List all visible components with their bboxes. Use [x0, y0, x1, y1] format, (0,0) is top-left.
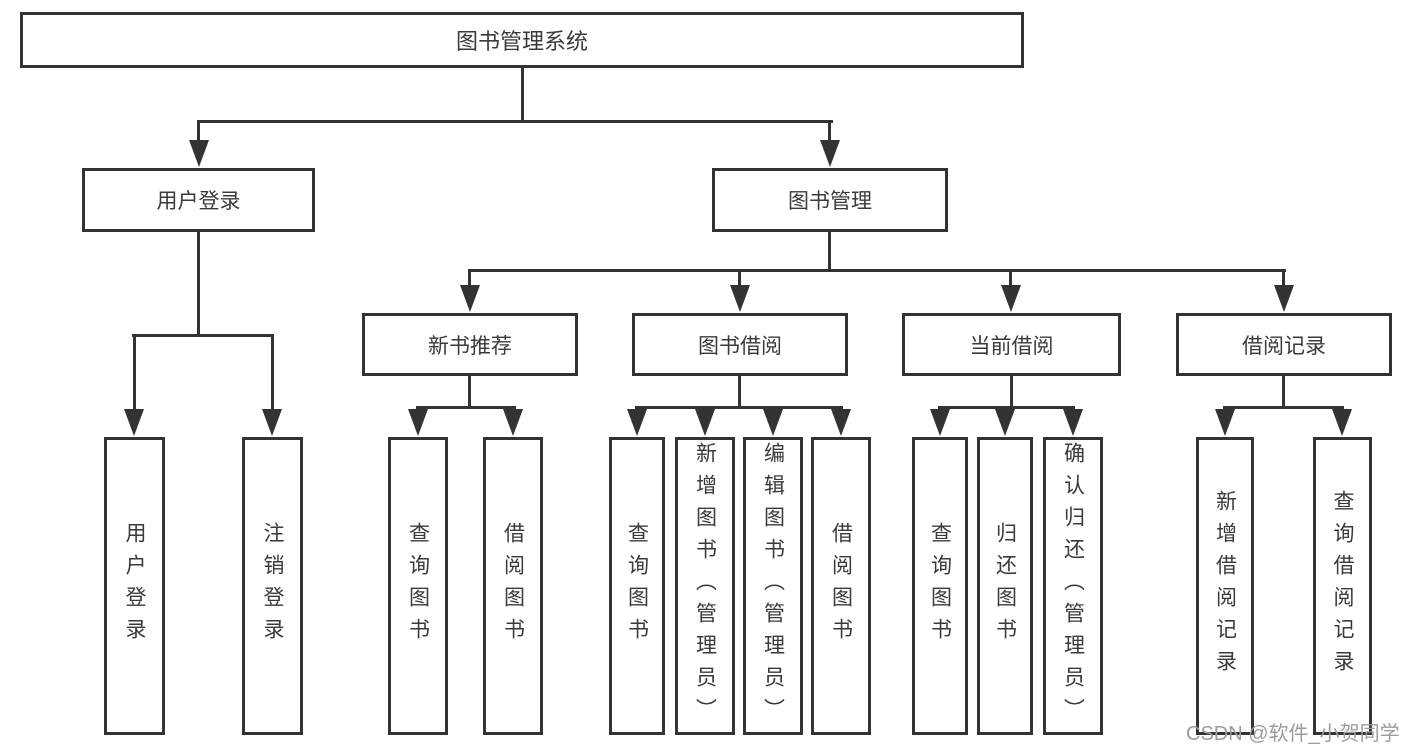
node-new-book-recommend: 新书推荐 [362, 313, 578, 376]
arrow-down-icon [695, 409, 715, 436]
connector-book-mgmt-drop [828, 230, 831, 272]
node-add-book-admin: 新增图书（管理员） [675, 437, 735, 735]
arrow-down-icon [1215, 409, 1235, 436]
connector-book-mgmt-bar [468, 269, 1286, 272]
connector-user-login-stub [197, 120, 200, 145]
arrow-down-icon [831, 409, 851, 436]
connector-root-bar [197, 120, 833, 123]
connector-user-login-drop [197, 231, 200, 337]
arrow-down-icon [1063, 409, 1083, 436]
node-query-books: 查询图书 [912, 437, 968, 735]
connector-drop [738, 375, 741, 409]
node-book-borrow: 图书借阅 [632, 313, 848, 376]
connector-stub [133, 334, 136, 412]
node-book-management: 图书管理 [712, 168, 948, 232]
arrow-down-icon [627, 409, 647, 436]
arrow-down-icon [460, 285, 480, 312]
arrow-down-icon [124, 409, 144, 436]
connector-stub [271, 334, 274, 412]
connector-bar [938, 406, 1075, 409]
connector-root-drop [521, 66, 524, 123]
node-query-books: 查询图书 [388, 437, 448, 735]
connector-drop [468, 375, 471, 409]
connector-bar [1223, 406, 1344, 409]
arrow-down-icon [995, 409, 1015, 436]
node-query-books: 查询图书 [609, 437, 665, 735]
connector-user-login-bar [132, 334, 274, 337]
connector-stub [738, 269, 741, 288]
connector-bar [635, 406, 843, 409]
node-logout: 注销登录 [242, 437, 303, 735]
node-current-borrow: 当前借阅 [902, 313, 1121, 376]
arrow-down-icon [1274, 285, 1294, 312]
arrow-down-icon [189, 140, 209, 167]
node-return-books: 归还图书 [977, 437, 1033, 735]
node-library-system: 图书管理系统 [20, 12, 1024, 68]
connector-stub [468, 269, 471, 288]
arrow-down-icon [503, 409, 523, 436]
node-query-borrow-record: 查询借阅记录 [1313, 437, 1372, 735]
arrow-down-icon [1332, 409, 1352, 436]
arrow-down-icon [763, 409, 783, 436]
arrow-down-icon [408, 409, 428, 436]
node-add-borrow-record: 新增借阅记录 [1196, 437, 1254, 735]
arrow-down-icon [1001, 285, 1021, 312]
arrow-down-icon [730, 285, 750, 312]
arrow-down-icon [820, 140, 840, 167]
arrow-down-icon [930, 409, 950, 436]
node-user-login: 用户登录 [82, 168, 315, 232]
node-borrow-records: 借阅记录 [1176, 313, 1392, 376]
node-user-login-leaf: 用户登录 [104, 437, 165, 735]
connector-stub [1009, 269, 1012, 288]
connector-book-mgmt-stub [828, 120, 831, 145]
connector-stub [1282, 269, 1285, 288]
connector-drop [1010, 375, 1013, 409]
connector-bar [416, 406, 516, 409]
arrow-down-icon [262, 409, 282, 436]
node-edit-book-admin: 编辑图书（管理员） [743, 437, 803, 735]
node-borrow-books: 借阅图书 [483, 437, 543, 735]
watermark-text: CSDN @软件_小贺同学 [1186, 723, 1400, 745]
connector-drop [1282, 375, 1285, 409]
node-confirm-return-admin: 确认归还（管理员） [1043, 437, 1103, 735]
node-borrow-books: 借阅图书 [811, 437, 871, 735]
